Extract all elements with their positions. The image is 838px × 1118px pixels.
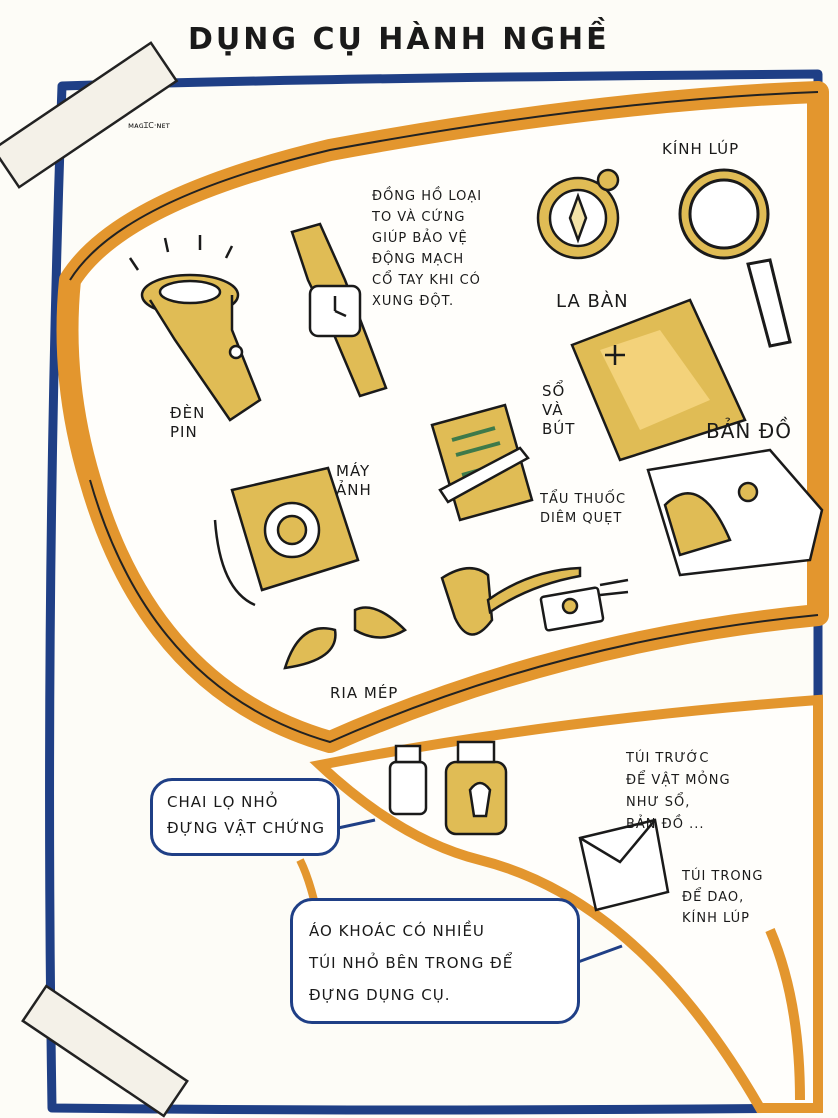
map-label: BẢN ĐỒ xyxy=(706,419,792,443)
mustache-label: RIA MÉP xyxy=(330,684,399,702)
tape-bottom-left xyxy=(21,984,189,1118)
inner-pocket-label: TÚI TRONG ĐỂ DAO, KÍNH LÚP xyxy=(682,869,764,926)
front-pocket-label: TÚI TRƯỚC ĐỂ VẬT MỎNG NHƯ SỔ, BẢN ĐỒ ... xyxy=(626,751,731,832)
notebook-label: SỔ VÀ BÚT xyxy=(542,382,576,438)
coat-lower xyxy=(309,694,823,1113)
bottles-bubble: CHAI LỌ NHỎ ĐỰNG VẬT CHỨNG xyxy=(150,778,340,856)
coat-bubble: ÁO KHOÁC CÓ NHIỀU TÚI NHỎ BÊN TRONG ĐỂ Đ… xyxy=(290,898,580,1024)
flashlight-label: ĐÈN PIN xyxy=(170,404,206,441)
flashlight-illustration xyxy=(128,235,262,422)
magnifier-label: KÍNH LÚP xyxy=(662,140,740,158)
camera-label: MÁY ẢNH xyxy=(336,462,372,499)
map-illustration xyxy=(570,298,747,462)
pocket-illustration xyxy=(578,818,670,912)
compass-label: LA BÀN xyxy=(556,291,629,312)
compass-illustration xyxy=(536,168,620,260)
pipe-illustration xyxy=(440,566,582,636)
matchbox-illustration xyxy=(539,578,629,632)
notebook-illustration xyxy=(430,403,534,522)
page-title: DỤNG CỤ HÀNH NGHỀ xyxy=(188,22,610,57)
pipe-matches-label: TẨU THUỐC DIÊM QUẸT xyxy=(540,492,627,526)
tiny-mark: ᴍᴀɢɪc·ɴᴇᴛ xyxy=(128,121,171,130)
mustache-illustration xyxy=(283,606,408,670)
watch-illustration xyxy=(290,222,388,398)
envelope-illustration xyxy=(646,448,824,577)
watch-note: ĐỒNG HỒ LOẠI TO VÀ CỨNG GIÚP BẢO VỆ ĐỘNG… xyxy=(372,189,483,309)
camera-illustration xyxy=(213,466,360,607)
magnifier-illustration xyxy=(678,168,792,348)
bottles-illustration xyxy=(388,740,508,836)
blue-frame xyxy=(45,69,823,1115)
tape-top-left xyxy=(0,41,179,189)
